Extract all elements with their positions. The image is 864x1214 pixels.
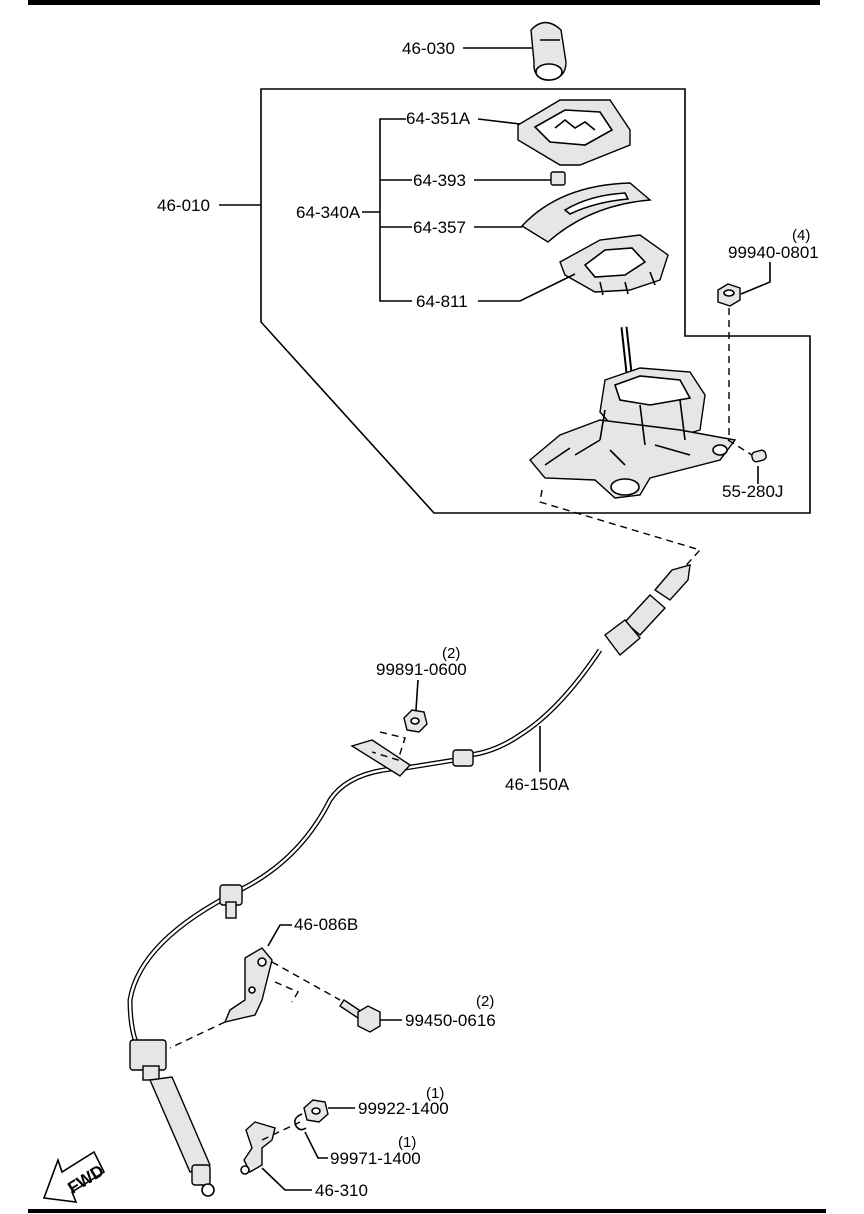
- part-46-086B-bracket: [223, 947, 273, 1023]
- part-64-357-cover: [520, 182, 652, 243]
- part-55-280J-pin: [751, 449, 767, 463]
- part-46-310-lever: [240, 1121, 276, 1175]
- label-46-010: 46-010: [157, 196, 210, 215]
- label-99940-0801: 99940-0801: [728, 243, 819, 262]
- label-99891-0600: 99891-0600: [376, 660, 467, 679]
- part-64-351A-indicator-panel: [517, 99, 631, 166]
- part-46-150A-cable: [127, 564, 691, 1197]
- label-55-280J: 55-280J: [722, 482, 783, 501]
- part-99450-0616-bolt: [339, 999, 381, 1033]
- label-64-357: 64-357: [413, 218, 466, 237]
- part-64-811-guide-plate: [559, 234, 669, 296]
- label-46-086B: 46-086B: [294, 915, 358, 934]
- label-64-811: 64-811: [416, 292, 468, 311]
- qty-99971: (1): [398, 1134, 416, 1151]
- label-46-030: 46-030: [402, 39, 455, 58]
- label-46-310: 46-310: [315, 1181, 368, 1200]
- label-64-393: 64-393: [413, 171, 466, 190]
- qty-99922: (1): [426, 1085, 444, 1102]
- assembly-boundary: [260, 88, 811, 514]
- label-99971-1400: 99971-1400: [330, 1149, 421, 1168]
- fwd-arrow-icon: FWD: [42, 1150, 107, 1203]
- label-99450-0616: 99450-0616: [405, 1011, 496, 1030]
- bottom-border: [28, 1209, 826, 1213]
- part-46-030-knob: [530, 21, 567, 81]
- part-64-393-clip: [550, 171, 566, 186]
- qty-99450: (2): [476, 993, 494, 1010]
- part-99940-0801-nut: [717, 283, 741, 307]
- part-shift-lever-base: [529, 326, 737, 499]
- qty-99940: (4): [792, 227, 810, 244]
- label-99922-1400: 99922-1400: [358, 1099, 449, 1118]
- label-64-351A: 64-351A: [406, 109, 471, 128]
- top-border: [28, 0, 820, 5]
- label-46-150A: 46-150A: [505, 775, 570, 794]
- part-99971-1400-washer: [294, 1113, 307, 1131]
- part-99922-1400-nut: [303, 1099, 329, 1123]
- label-64-340A: 64-340A: [296, 203, 361, 222]
- qty-99891: (2): [442, 645, 460, 662]
- part-99891-0600-nut: [403, 709, 428, 733]
